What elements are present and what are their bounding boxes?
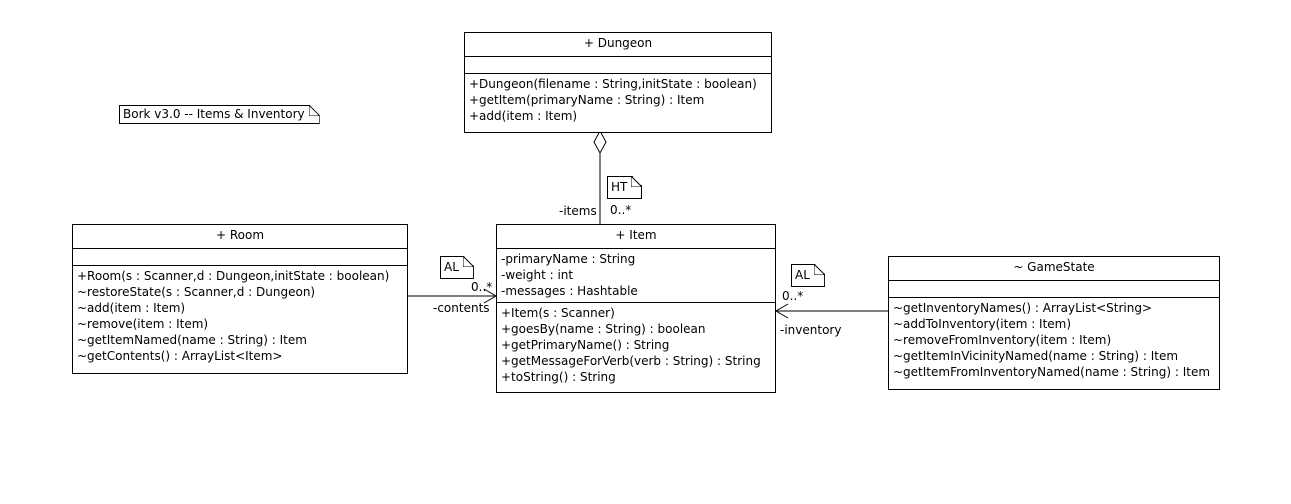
method: ~getItemFromInventoryNamed(name : String…	[893, 365, 1211, 379]
class-room-methods: +Room(s : Scanner,d : Dungeon,initState …	[73, 266, 407, 367]
multiplicity-items: 0..*	[610, 203, 632, 217]
method: +goesBy(name : String) : boolean	[501, 322, 706, 336]
class-item-name: + Item	[497, 225, 775, 249]
class-dungeon-methods: +Dungeon(filename : String,initState : b…	[465, 74, 771, 127]
method: ~remove(item : Item)	[77, 317, 209, 331]
class-gamestate-attributes	[889, 281, 1219, 298]
class-room-name: + Room	[73, 225, 407, 249]
aggregation-diamond	[593, 129, 607, 155]
class-gamestate[interactable]: ~ GameState ~getInventoryNames() : Array…	[888, 256, 1220, 390]
method: +add(item : Item)	[469, 109, 578, 123]
method: ~getContents() : ArrayList<Item>	[77, 349, 283, 363]
note-gamestate-inventory: AL	[791, 264, 825, 287]
class-gamestate-name: ~ GameState	[889, 257, 1219, 281]
class-dungeon[interactable]: + Dungeon +Dungeon(filename : String,ini…	[464, 32, 772, 133]
note-room-contents: AL	[440, 256, 474, 279]
class-dungeon-name: + Dungeon	[465, 33, 771, 57]
note-gamestate-inventory-text: AL	[795, 268, 810, 282]
diagram-title-note: Bork v3.0 -- Items & Inventory	[119, 105, 320, 124]
diagram-title: Bork v3.0 -- Items & Inventory	[123, 107, 305, 121]
method: +getMessageForVerb(verb : String) : Stri…	[501, 354, 761, 368]
method: +getItem(primaryName : String) : Item	[469, 93, 705, 107]
method: ~getItemNamed(name : String) : Item	[77, 333, 307, 347]
method: ~addToInventory(item : Item)	[893, 317, 1072, 331]
class-item-attributes: -primaryName : String -weight : int -mes…	[497, 249, 775, 303]
method: +getPrimaryName() : String	[501, 338, 670, 352]
role-contents: -contents	[433, 301, 490, 315]
note-dungeon-items: HT	[607, 176, 642, 199]
class-gamestate-methods: ~getInventoryNames() : ArrayList<String>…	[889, 298, 1219, 383]
method: ~restoreState(s : Scanner,d : Dungeon)	[77, 285, 316, 299]
note-fold-icon	[631, 176, 642, 187]
multiplicity-inventory: 0..*	[782, 289, 804, 303]
role-inventory: -inventory	[780, 323, 842, 337]
class-room-attributes	[73, 249, 407, 266]
method: +toString() : String	[501, 370, 616, 384]
attribute: -primaryName : String	[501, 252, 636, 266]
note-room-contents-text: AL	[444, 260, 459, 274]
class-item[interactable]: + Item -primaryName : String -weight : i…	[496, 224, 776, 393]
method: ~getItemInVicinityNamed(name : String) :…	[893, 349, 1179, 363]
note-dungeon-items-text: HT	[611, 180, 628, 194]
method: +Room(s : Scanner,d : Dungeon,initState …	[77, 269, 390, 283]
note-fold-icon	[814, 264, 825, 275]
method: ~add(item : Item)	[77, 301, 186, 315]
class-room[interactable]: + Room +Room(s : Scanner,d : Dungeon,ini…	[72, 224, 408, 374]
note-fold-icon	[463, 256, 474, 267]
gamestate-item-arrowhead	[775, 303, 789, 319]
method: +Item(s : Scanner)	[501, 306, 615, 320]
multiplicity-contents: 0..*	[471, 280, 493, 294]
role-items: -items	[559, 204, 597, 218]
method: ~removeFromInventory(item : Item)	[893, 333, 1112, 347]
attribute: -messages : Hashtable	[501, 284, 638, 298]
method: ~getInventoryNames() : ArrayList<String>	[893, 301, 1152, 315]
attribute: -weight : int	[501, 268, 574, 282]
class-item-methods: +Item(s : Scanner) +goesBy(name : String…	[497, 303, 775, 388]
class-dungeon-attributes	[465, 57, 771, 74]
note-fold-icon	[309, 105, 320, 116]
method: +Dungeon(filename : String,initState : b…	[469, 77, 757, 91]
